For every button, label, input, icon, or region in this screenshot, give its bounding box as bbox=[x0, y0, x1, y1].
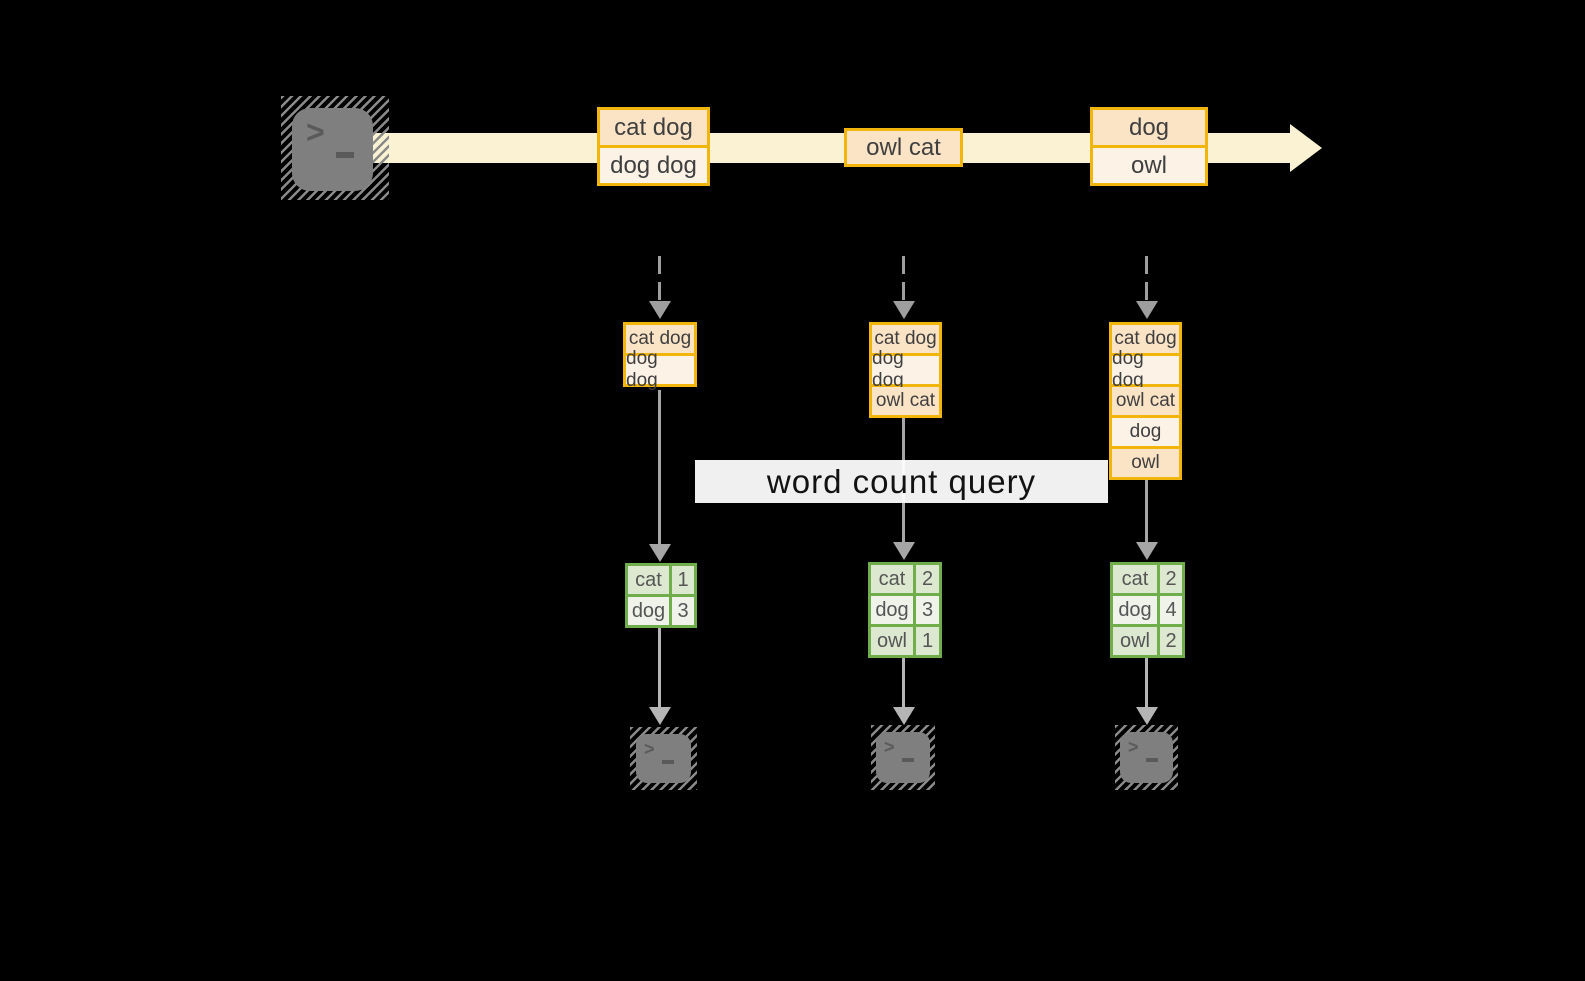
prompt-underscore-icon bbox=[1146, 758, 1158, 762]
ingest-arrow-3 bbox=[1145, 256, 1148, 302]
count-cell: 3 bbox=[916, 596, 939, 624]
event-line: owl bbox=[1093, 148, 1205, 183]
event-line: dog bbox=[1093, 110, 1205, 145]
table-row: cat 1 bbox=[628, 566, 694, 594]
prompt-underscore-icon bbox=[902, 758, 914, 762]
state-line: dog dog bbox=[872, 348, 939, 391]
count-cell: 2 bbox=[1160, 565, 1182, 593]
accumulated-events-3: cat dog dog dog owl cat dog owl bbox=[1109, 322, 1182, 480]
word-cell: owl bbox=[1113, 627, 1157, 655]
table-row: cat 2 bbox=[871, 565, 939, 593]
state-line: dog dog bbox=[626, 348, 694, 391]
stream-event-1: cat dog dog dog bbox=[597, 107, 710, 186]
event-line: dog dog bbox=[600, 148, 707, 183]
query-label-text: word count query bbox=[766, 462, 1037, 500]
table-row: owl 1 bbox=[871, 627, 939, 655]
query-arrowhead-icon bbox=[649, 544, 671, 562]
count-cell: 1 bbox=[672, 566, 694, 594]
accumulated-events-1: cat dog dog dog bbox=[623, 322, 697, 391]
ingest-arrow-2 bbox=[902, 256, 905, 302]
prompt-icon: > bbox=[306, 114, 325, 150]
stream-event-2: owl cat bbox=[844, 128, 963, 167]
terminal-body: > bbox=[292, 108, 373, 191]
table-row: cat 2 bbox=[1113, 565, 1182, 593]
output-terminal-icon-3: > bbox=[1115, 725, 1178, 790]
output-arrowhead-icon bbox=[1136, 707, 1158, 725]
prompt-underscore-icon bbox=[336, 152, 354, 158]
word-cell: dog bbox=[871, 596, 913, 624]
terminal-body: > bbox=[1120, 732, 1173, 783]
table-row: dog 3 bbox=[628, 597, 694, 625]
word-count-table-3: cat 2 dog 4 owl 2 bbox=[1110, 562, 1185, 658]
terminal-body: > bbox=[636, 734, 691, 783]
count-cell: 2 bbox=[916, 565, 939, 593]
output-terminal-icon-1: > bbox=[630, 727, 697, 790]
query-arrowhead-icon bbox=[893, 542, 915, 560]
word-count-table-1: cat 1 dog 3 bbox=[625, 563, 697, 628]
ingest-arrow-1 bbox=[658, 256, 661, 302]
ingest-arrowhead-icon bbox=[1136, 301, 1158, 319]
count-cell: 3 bbox=[672, 597, 694, 625]
query-arrow-1 bbox=[658, 390, 661, 544]
state-line: owl bbox=[1112, 449, 1179, 477]
count-cell: 4 bbox=[1160, 596, 1182, 624]
output-arrow-2 bbox=[902, 658, 905, 708]
query-arrow-3 bbox=[1145, 480, 1148, 542]
table-row: dog 4 bbox=[1113, 596, 1182, 624]
table-row: dog 3 bbox=[871, 596, 939, 624]
state-line: owl cat bbox=[872, 387, 939, 415]
count-cell: 1 bbox=[916, 627, 939, 655]
state-line: cat dog bbox=[1112, 325, 1179, 353]
count-cell: 2 bbox=[1160, 627, 1182, 655]
source-terminal-icon: > bbox=[281, 96, 389, 200]
word-cell: dog bbox=[1113, 596, 1157, 624]
output-arrow-3 bbox=[1145, 658, 1148, 708]
ingest-arrowhead-icon bbox=[649, 301, 671, 319]
event-line: cat dog bbox=[600, 110, 707, 145]
state-line: owl cat bbox=[1112, 387, 1179, 415]
query-arrowhead-icon bbox=[1136, 542, 1158, 560]
word-cell: dog bbox=[628, 597, 669, 625]
word-count-table-2: cat 2 dog 3 owl 1 bbox=[868, 562, 942, 658]
prompt-icon: > bbox=[1128, 737, 1139, 757]
output-arrowhead-icon bbox=[649, 707, 671, 725]
table-row: owl 2 bbox=[1113, 627, 1182, 655]
state-line: cat dog bbox=[626, 325, 694, 353]
stream-event-3: dog owl bbox=[1090, 107, 1208, 186]
word-cell: cat bbox=[871, 565, 913, 593]
event-line: owl cat bbox=[847, 131, 960, 164]
word-cell: cat bbox=[628, 566, 669, 594]
word-cell: owl bbox=[871, 627, 913, 655]
accumulated-events-2: cat dog dog dog owl cat bbox=[869, 322, 942, 418]
prompt-icon: > bbox=[644, 739, 655, 759]
prompt-underscore-icon bbox=[662, 760, 674, 764]
state-line: dog bbox=[1112, 418, 1179, 446]
state-line: dog dog bbox=[1112, 348, 1179, 391]
state-line: cat dog bbox=[872, 325, 939, 353]
output-arrow-1 bbox=[658, 628, 661, 708]
output-arrowhead-icon bbox=[893, 707, 915, 725]
word-cell: cat bbox=[1113, 565, 1157, 593]
output-terminal-icon-2: > bbox=[871, 725, 935, 790]
prompt-icon: > bbox=[884, 737, 895, 757]
query-label: word count query bbox=[695, 460, 1108, 503]
event-stream-arrowhead-icon bbox=[1290, 124, 1322, 172]
ingest-arrowhead-icon bbox=[893, 301, 915, 319]
terminal-body: > bbox=[876, 732, 930, 783]
